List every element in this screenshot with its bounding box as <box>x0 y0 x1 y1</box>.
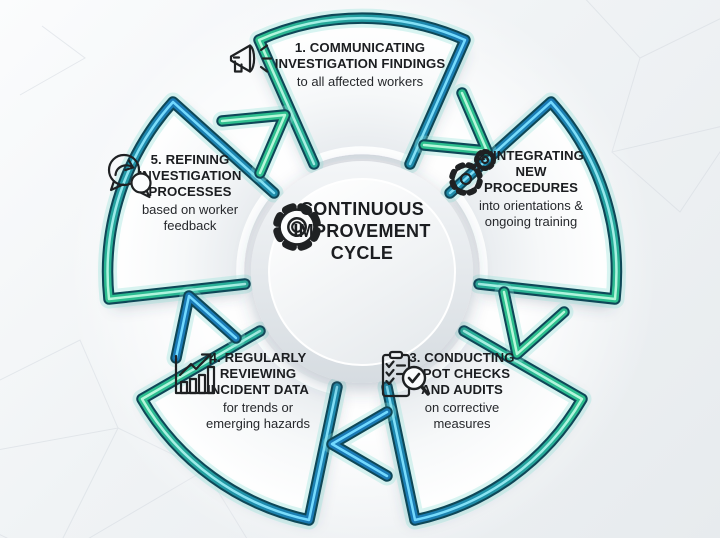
center-title: CONTINUOUS IMPROVEMENT CYCLE <box>293 199 431 263</box>
segment-subtitle: based on worker feedback <box>141 202 239 233</box>
bar-chart-icon <box>174 353 216 395</box>
segment-title: 4. REGULARLY REVIEWING INCIDENT DATA <box>207 350 309 397</box>
segment-title: 2. INTEGRATING NEW PROCEDURES <box>478 148 584 195</box>
gears-icon <box>449 149 496 196</box>
segment-2-integrating-procedures: 2. INTEGRATING NEW PROCEDURES into orien… <box>446 148 616 229</box>
segment-subtitle: into orientations & ongoing training <box>478 198 584 229</box>
clipboard-audit-icon <box>381 350 430 398</box>
megaphone-icon <box>229 44 273 73</box>
segment-1-communicating-findings: 1. COMMUNICATING INVESTIGATION FINDINGS … <box>220 40 500 90</box>
feedback-bubbles-icon <box>107 153 152 199</box>
segment-title: 3. CONDUCTING SPOT CHECKS AND AUDITS <box>409 350 515 397</box>
segment-4-reviewing-incident-data: 4. REGULARLY REVIEWING INCIDENT DATA for… <box>168 350 348 431</box>
segment-3-spot-checks-audits: 3. CONDUCTING SPOT CHECKS AND AUDITS on … <box>377 350 547 431</box>
segment-subtitle: on corrective measures <box>424 400 500 431</box>
gear-icon <box>272 202 322 252</box>
segment-subtitle: for trends or emerging hazards <box>205 400 311 431</box>
segment-5-refining-processes: 5. REFINING INVESTIGATION PROCESSES base… <box>100 152 280 233</box>
segment-subtitle: to all affected workers <box>296 74 424 89</box>
segment-title: 5. REFINING INVESTIGATION PROCESSES <box>138 152 242 199</box>
center-label-continuous-improvement-cycle: CONTINUOUS IMPROVEMENT CYCLE <box>268 198 456 264</box>
segment-title: 1. COMMUNICATING INVESTIGATION FINDINGS <box>274 40 446 71</box>
